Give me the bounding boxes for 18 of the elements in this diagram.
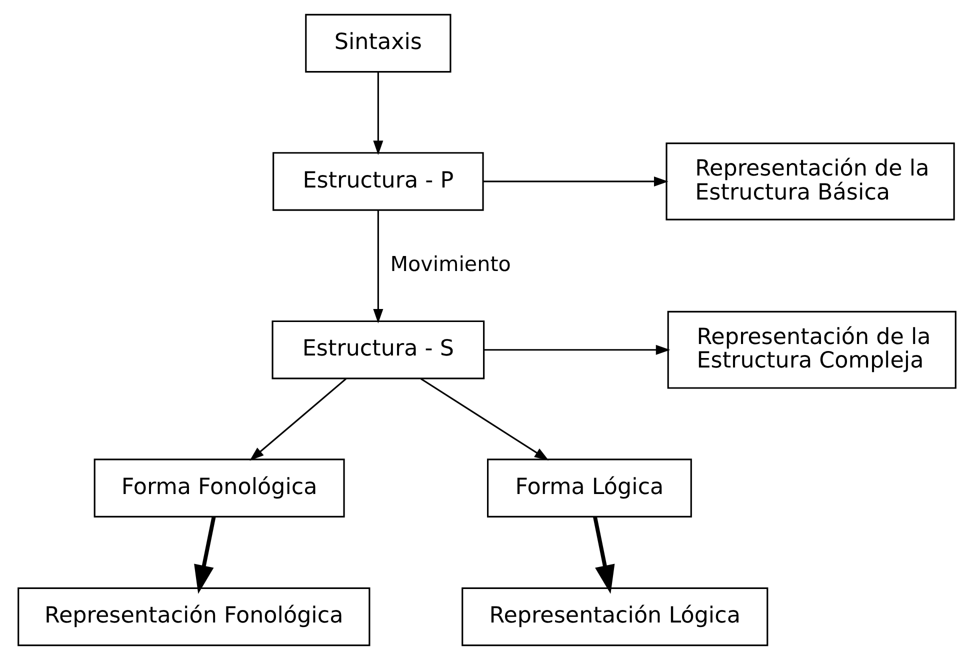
node-box: Estructura - P [272,152,484,211]
arrow [194,516,216,594]
node-box: Representación de la Estructura Compleja [666,310,956,389]
node-box: Representación Lógica [461,587,768,646]
arrow [484,344,670,355]
arrow [420,378,548,460]
arrow [372,210,383,324]
arrow [592,516,614,594]
node-box: Representación Fonológica [17,587,370,646]
node-box: Forma Fonológica [93,458,344,518]
node-box: Estructura - S [271,320,484,380]
edge-label: Movimiento [390,252,510,276]
arrow [482,176,668,186]
node-box: Forma Lógica [486,458,692,518]
arrow [249,378,346,461]
node-box: Representación de la Estructura Básica [665,142,954,220]
node-box: Sintaxis [304,14,451,73]
arrow [372,72,383,155]
